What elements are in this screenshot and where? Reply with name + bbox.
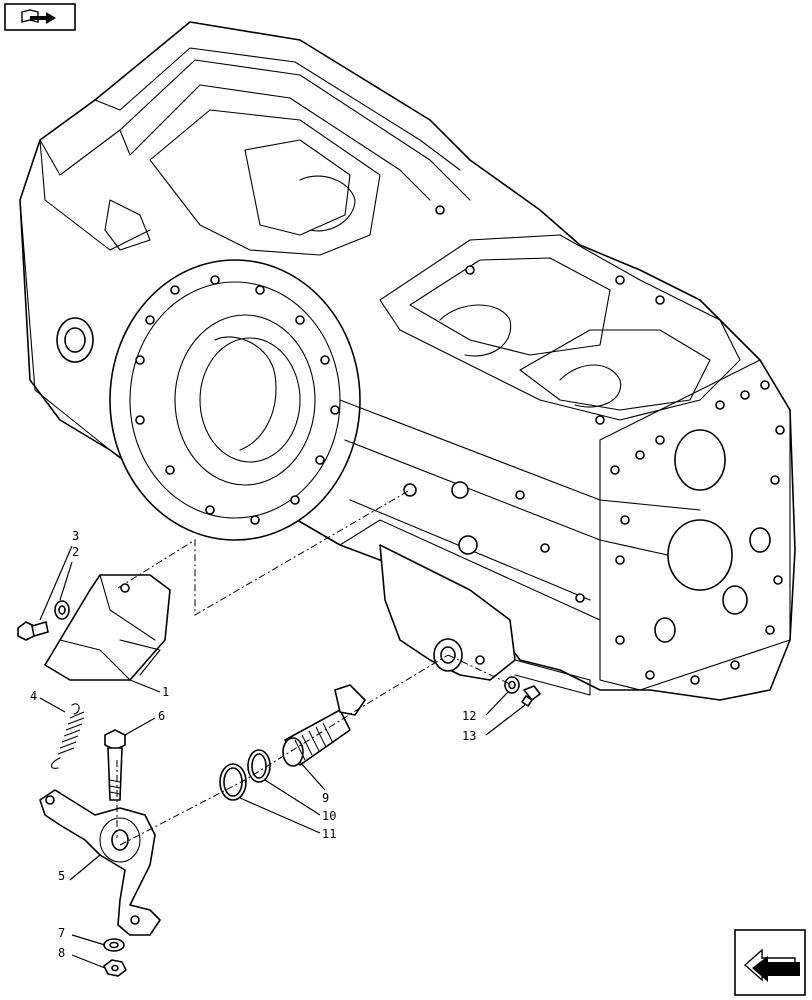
part-2-washer [54, 600, 70, 620]
callout-label: 6 [158, 709, 165, 723]
assembly-lines [116, 489, 513, 846]
part-6-bolt [104, 729, 126, 801]
part-1-bracket [44, 574, 171, 681]
callout-2: 2 [59, 545, 79, 601]
callout-13: 13 [462, 704, 526, 743]
part-8-nut [103, 959, 127, 977]
book-arrow-icon[interactable] [4, 3, 76, 31]
callout-6: 6 [124, 709, 165, 736]
callout-label: 11 [322, 827, 336, 841]
callout-label: 5 [58, 869, 65, 883]
part-10-o-ring [247, 749, 271, 783]
callout-label: 7 [58, 926, 65, 940]
callout-label: 3 [72, 529, 79, 543]
callout-4: 4 [30, 689, 66, 713]
callout-label: 13 [462, 729, 476, 743]
transmission-housing [19, 21, 796, 701]
part-7-washer [103, 938, 125, 952]
callout-label: 4 [30, 689, 37, 703]
callout-label: 10 [322, 809, 336, 823]
next-page-arrow-icon[interactable] [734, 929, 806, 996]
part-13-plug [521, 685, 541, 707]
callout-label: 9 [322, 791, 329, 805]
flange-bolt-holes [135, 275, 340, 525]
callout-12: 12 [462, 691, 509, 723]
part-5-lever [39, 789, 161, 936]
callout-8: 8 [58, 946, 106, 969]
callout-3: 3 [39, 529, 79, 621]
callout-10: 10 [264, 779, 336, 823]
part-4-spring [50, 703, 85, 769]
callout-9: 9 [299, 761, 329, 805]
part-9-shaft [282, 684, 366, 767]
callout-5: 5 [58, 854, 101, 883]
callout-7: 7 [58, 926, 106, 946]
callout-11: 11 [239, 797, 336, 841]
callout-1: 1 [129, 679, 169, 699]
callout-label: 1 [162, 685, 169, 699]
callout-label: 8 [58, 946, 65, 960]
part-3-bolt [17, 621, 49, 641]
callout-label: 2 [72, 545, 79, 559]
callout-label: 12 [462, 709, 476, 723]
rear-bolt-holes [610, 380, 785, 685]
